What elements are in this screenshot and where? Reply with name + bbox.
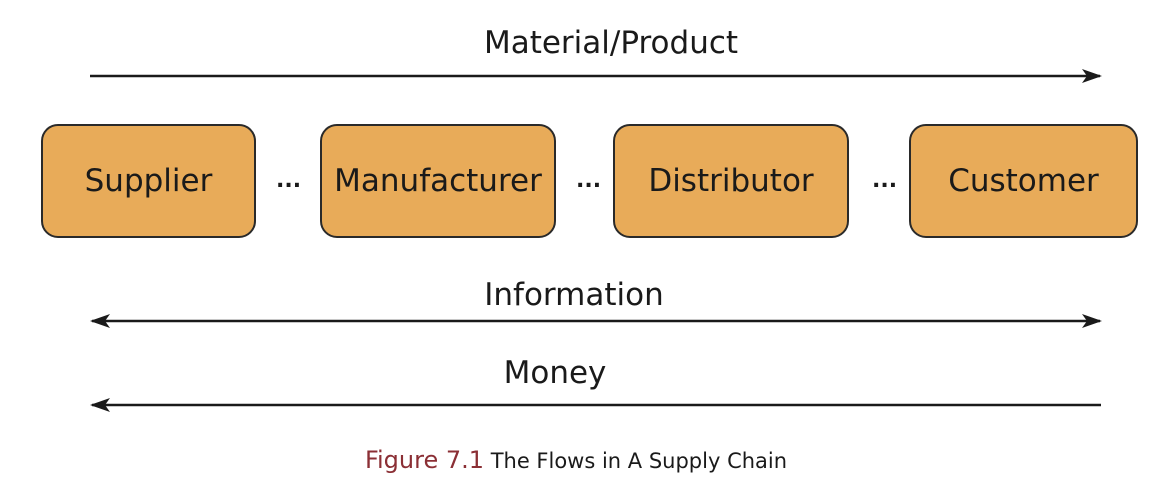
node-customer: Customer — [909, 124, 1138, 238]
node-distributor: Distributor — [613, 124, 849, 238]
figure-number: Figure 7.1 — [364, 446, 485, 474]
flow-label-money: Money — [503, 355, 607, 391]
node-supplier: Supplier — [41, 124, 256, 238]
separator-dots: ... — [276, 168, 302, 193]
node-manufacturer: Manufacturer — [320, 124, 556, 238]
separator-dots: ... — [872, 168, 898, 193]
separator-dots: ... — [576, 168, 602, 193]
figure-caption: Figure 7.1 The Flows in A Supply Chain — [0, 446, 1152, 474]
flow-label-information: Information — [484, 277, 664, 313]
caption-text: The Flows in A Supply Chain — [484, 449, 788, 473]
flow-label-material: Material/Product — [483, 25, 739, 61]
